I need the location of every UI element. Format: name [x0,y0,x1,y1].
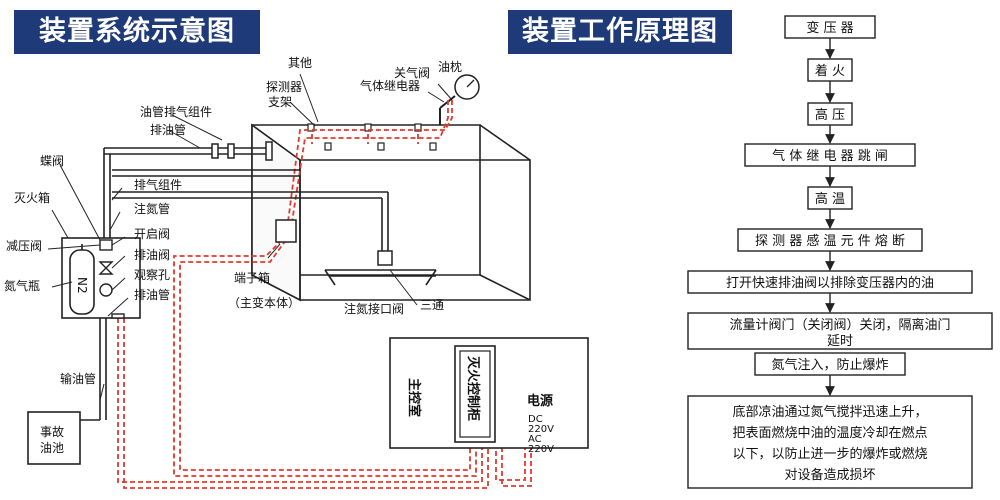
flow-step-1: 变 压 器 [806,20,853,36]
flow-step-3: 高 压 [815,107,845,123]
main-control-room [389,337,589,449]
label-drain-pipe-2: 排油管 [134,287,170,302]
label-pressure-reducer: 减压阀 [6,239,42,253]
accident-oil-pool [27,411,81,465]
label-accident-pool-2: 油池 [40,441,64,455]
label-dc: DC [528,414,543,425]
conservator-icon [439,74,480,125]
label-oil-transfer-pipe: 输油管 [60,371,96,386]
label-gas-relay: 气体继电器 [360,78,420,93]
label-nitrogen-pipe: 注氮管 [134,201,170,216]
detector-icons [307,123,437,151]
principle-diagram-title: 装置工作原理图 [508,10,732,54]
label-terminal-box: 端子箱 [234,270,270,285]
label-main-transformer: （主变本体） [228,295,300,310]
label-ac-voltage: 220V [528,444,554,455]
flow-step-7: 打开快速排油阀以排除变压器内的油 [726,275,934,291]
flow-boxes [687,15,993,489]
flow-step-9: 氮气注入，防止爆炸 [771,357,888,373]
oil-piping [80,147,437,421]
label-ac: AC [528,434,542,445]
fire-box-valves [98,239,125,319]
leader-lines [47,73,453,401]
label-drain-pipe: 排油管 [150,122,186,137]
flow-step-4: 气 体 继 电 器 跳 闸 [772,148,888,164]
label-nitrogen-inlet-valve: 注氮接口阀 [344,301,404,316]
label-bracket: 支架 [268,95,292,109]
label-control-cabinet: 灭火控制柜 [465,355,481,421]
label-power: 电源 [527,393,553,409]
flow-step-8-delay: 延时 [827,334,853,349]
flow-step-10-line-2: 把表面燃烧中油的温度冷却在燃点 [732,425,927,441]
flow-step-10-line-1: 底部凉油通过氮气搅拌迅速上升， [732,404,927,420]
signal-wiring [117,100,532,489]
label-accident-pool-1: 事故 [40,424,64,439]
flow-step-6: 探 测 器 感 温 元 件 熔 断 [755,233,905,249]
label-shutoff-valve: 关气阀 [394,65,430,80]
label-conservator: 油枕 [438,59,462,74]
flow-step-10-line-3: 以下，以防止进一步的爆炸或燃烧 [732,446,927,462]
label-detector: 探测器 [266,80,302,94]
label-sight-hole: 观察孔 [134,268,170,282]
flow-step-5: 高 温 [815,191,845,207]
flow-step-8: 流量计阀门（关闭阀）关闭，隔离油门 [729,317,950,333]
label-other: 其他 [288,56,312,70]
label-butterfly-valve: 蝶阀 [40,153,64,168]
label-vent-assembly: 排气组件 [134,177,182,192]
fire-box [61,237,141,319]
label-drain-valve: 排油阀 [134,248,170,262]
label-control-room: 主控室 [406,378,422,417]
label-n2: N2 [75,277,89,294]
system-diagram-title: 装置系统示意图 [14,10,260,54]
flow-step-10-line-4: 对设备造成损坏 [784,467,875,483]
label-fire-box: 灭火箱 [14,190,50,205]
label-oil-pipe-vent: 油管排气组件 [140,104,212,119]
pipe-valve-icons [211,141,393,266]
flow-step-2: 着 火 [815,63,845,79]
label-nitrogen-bottle: 氮气瓶 [4,278,40,293]
label-tee: 三通 [420,298,444,312]
label-open-valve: 开启阀 [134,227,170,241]
label-dc-voltage: 220V [528,424,554,435]
